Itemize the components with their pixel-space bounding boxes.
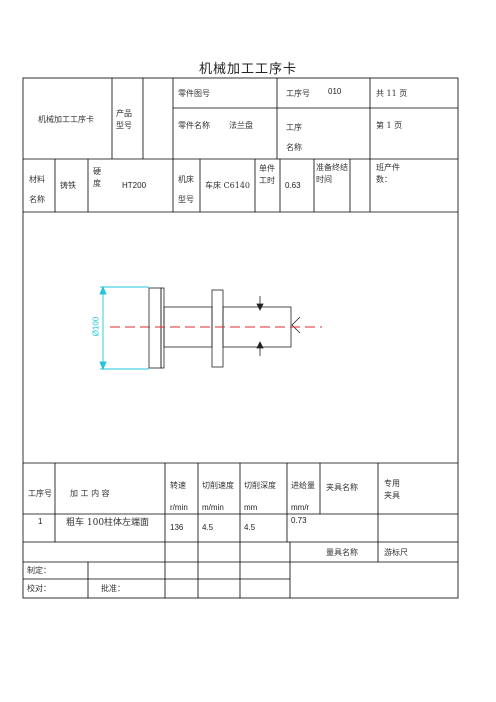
checked-by-label: 校对： xyxy=(27,584,51,593)
machine-value: 车床 C6140 xyxy=(205,181,251,190)
hardness-label: 硬度 xyxy=(93,167,101,188)
diameter-label: Ø100 xyxy=(91,316,101,337)
content-header: 加 工 内 容 xyxy=(70,489,110,498)
step-row-feed: 0.73 xyxy=(291,516,307,525)
page-number: 第 1 页 xyxy=(376,121,403,130)
cut-speed-unit: m/min xyxy=(202,503,224,512)
cut-speed-header: 切削速度 xyxy=(202,481,234,490)
unit-time-value: 0.63 xyxy=(285,181,301,190)
process-no-value: 010 xyxy=(328,87,342,96)
process-name-label: 工序名称 xyxy=(286,123,302,152)
special-fixture-header: 专用夹具 xyxy=(384,479,400,500)
hardness-value: HT200 xyxy=(122,181,147,190)
batch-label: 班产件数： xyxy=(376,163,400,184)
made-by-label: 制定： xyxy=(27,566,51,575)
feed-header: 进给量 xyxy=(291,481,315,490)
prep-time-label: 准备终结时间 xyxy=(316,163,348,184)
shoulder xyxy=(211,289,224,368)
speed-header: 转速 xyxy=(170,481,186,490)
part-name-value: 法兰盘 xyxy=(229,121,253,130)
hole-symbol xyxy=(291,316,301,334)
cut-depth-header: 切削深度 xyxy=(244,481,276,490)
step-row-cut-speed: 4.5 xyxy=(202,523,214,532)
cut-depth-unit: mm xyxy=(244,503,258,512)
step-row-no: 1 xyxy=(38,517,43,526)
card-label: 机械加工工序卡 xyxy=(38,115,94,124)
fixture-name-header: 夹具名称 xyxy=(326,483,358,492)
total-pages: 共 11 页 xyxy=(376,89,408,98)
diameter-dimension xyxy=(99,285,149,371)
flange-hub xyxy=(160,287,165,369)
page-title: 机械加工工序卡 xyxy=(198,62,297,77)
process-no-label: 工序号 xyxy=(286,89,310,98)
step-row-cut-depth: 4.5 xyxy=(244,523,256,532)
part-name-label: 零件名称 xyxy=(178,121,210,130)
product-model-label: 产品型号 xyxy=(116,109,132,130)
step-row-speed: 136 xyxy=(170,523,184,532)
part-drawing-no-label: 零件图号 xyxy=(178,89,210,98)
flange-body xyxy=(148,287,162,369)
gauge-value: 游标尺 xyxy=(384,548,408,557)
approved-by-label: 批准： xyxy=(101,584,125,593)
speed-unit: r/min xyxy=(170,503,188,512)
material-value: 铸铁 xyxy=(60,181,76,190)
gauge-label: 量具名称 xyxy=(326,548,358,557)
unit-time-label: 单件工时 xyxy=(259,164,275,185)
step-no-header: 工序号 xyxy=(28,489,52,498)
machine-label: 机床型号 xyxy=(178,175,194,204)
material-label: 材料名称 xyxy=(29,175,45,204)
step-row-content: 粗车 100柱体左端面 xyxy=(66,518,150,528)
feed-unit: mm/r xyxy=(291,503,310,512)
